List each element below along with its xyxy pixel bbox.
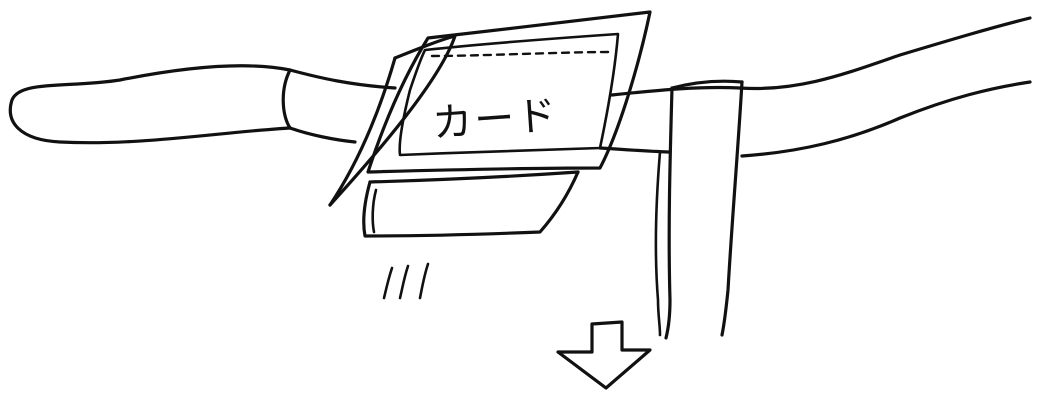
motion-mark-2	[400, 266, 408, 298]
strap	[656, 81, 742, 338]
strap-right-edge	[722, 82, 742, 335]
motion-mark-1	[384, 268, 392, 298]
strap-left-edge	[666, 88, 672, 338]
down-arrow-shape	[558, 322, 650, 388]
card-slot-line	[432, 52, 612, 56]
bar-bottom-edge	[290, 128, 355, 142]
strap-inner-line	[656, 152, 660, 335]
holder-tray-inner	[373, 190, 376, 232]
motion-marks	[384, 264, 428, 298]
bar-top-edge	[290, 70, 395, 88]
bar-bottom-edge-far-right	[742, 82, 1030, 156]
grip-collar	[283, 70, 290, 128]
motion-mark-3	[420, 264, 428, 298]
down-arrow-icon	[558, 322, 650, 388]
holder-tray-top	[370, 172, 578, 182]
bar-top-edge-right	[612, 18, 1030, 95]
card-label: カード	[430, 81, 584, 149]
left-grip	[10, 66, 290, 143]
